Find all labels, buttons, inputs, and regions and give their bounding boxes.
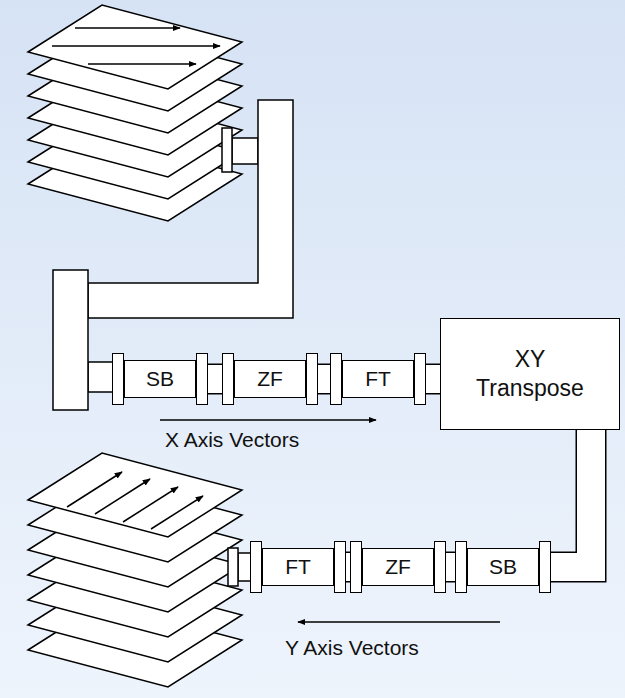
step-label: ZF — [385, 555, 411, 579]
pipe-connector — [208, 379, 222, 380]
flange — [306, 353, 318, 405]
fitting-body: FT — [262, 548, 334, 586]
direction-arrow — [160, 420, 500, 622]
step-label: FT — [285, 555, 311, 579]
fitting-body: SB — [124, 360, 196, 398]
plane-stack — [28, 453, 242, 687]
step-label: FT — [365, 367, 391, 391]
flange — [334, 541, 346, 593]
flange — [434, 541, 446, 593]
pipe-fitting-box: ZF — [222, 353, 318, 405]
fitting-body: SB — [467, 548, 539, 586]
flange — [196, 353, 208, 405]
box-title: XY Transpose — [470, 345, 590, 403]
pipe-connector — [426, 379, 440, 380]
process-box: XY Transpose — [440, 318, 620, 430]
fitting-body: FT — [342, 360, 414, 398]
transpose-box: XY Transpose — [440, 318, 620, 430]
flange — [222, 353, 234, 405]
pipe — [53, 100, 293, 586]
step-label: SB — [489, 555, 517, 579]
pipe-fitting-box: FT — [330, 353, 426, 405]
axis-label: Y Axis Vectors — [285, 636, 419, 660]
x-vector-arrows — [52, 28, 220, 64]
pipe-fitting-box: SB — [112, 353, 208, 405]
flange — [414, 353, 426, 405]
flange — [250, 541, 262, 593]
axis-label: X Axis Vectors — [165, 428, 299, 452]
flange — [539, 541, 551, 593]
pipe-connector — [551, 430, 591, 567]
fitting-body: ZF — [362, 548, 434, 586]
y-vector-arrows — [67, 472, 203, 529]
pipe-connector — [318, 379, 330, 380]
plane-stack — [28, 5, 242, 221]
pipe-fitting-box: ZF — [350, 541, 446, 593]
pipe-fitting-box: FT — [250, 541, 346, 593]
step-label: SB — [146, 367, 174, 391]
flange — [112, 353, 124, 405]
step-label: ZF — [257, 367, 283, 391]
pipe-fitting-box: SB — [455, 541, 551, 593]
flange — [455, 541, 467, 593]
fitting-body: ZF — [234, 360, 306, 398]
pipe-connector — [446, 567, 455, 568]
flange — [330, 353, 342, 405]
flange — [350, 541, 362, 593]
